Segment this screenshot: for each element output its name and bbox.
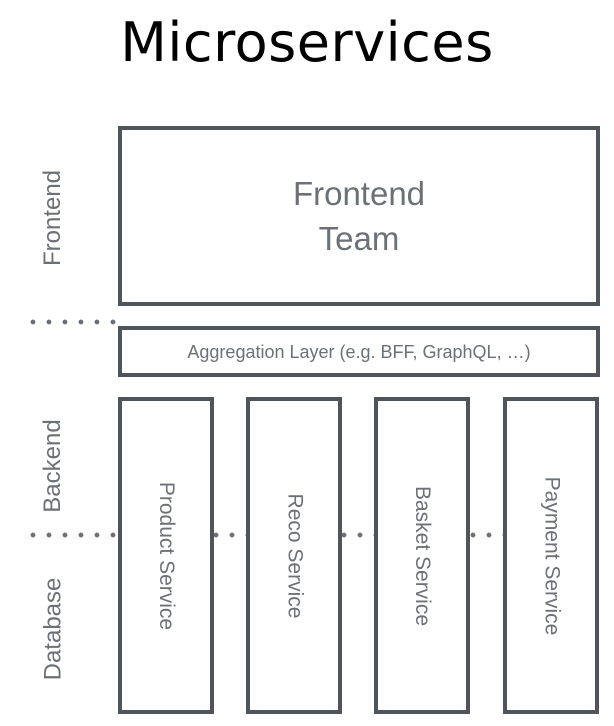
divider-backend-database-gap-3 <box>470 532 504 538</box>
service-label-basket: Basket Service <box>411 485 434 626</box>
service-box-payment[interactable]: Payment Service <box>503 397 599 714</box>
divider-backend-database-gap-2 <box>341 532 375 538</box>
page-title: Microservices <box>120 11 494 74</box>
frontend-team-box[interactable]: Frontend Team <box>118 126 600 306</box>
aggregation-layer-label: Aggregation Layer (e.g. BFF, GraphQL, …) <box>187 341 531 362</box>
service-box-basket[interactable]: Basket Service <box>374 397 470 714</box>
service-label-reco: Reco Service <box>283 493 307 618</box>
service-label-product: Product Service <box>155 481 179 630</box>
band-label-backend: Backend <box>39 419 66 513</box>
service-label-payment: Payment Service <box>540 476 564 635</box>
band-label-frontend: Frontend <box>39 169 66 267</box>
divider-backend-database-gap-1 <box>213 532 247 538</box>
aggregation-layer-box[interactable]: Aggregation Layer (e.g. BFF, GraphQL, …) <box>118 326 600 377</box>
service-box-reco[interactable]: Reco Service <box>246 397 342 714</box>
divider-frontend-backend <box>30 319 120 325</box>
service-box-product[interactable]: Product Service <box>118 397 214 714</box>
band-label-database: Database <box>39 577 67 681</box>
divider-backend-database <box>30 532 120 538</box>
frontend-team-label: Frontend Team <box>292 175 426 257</box>
